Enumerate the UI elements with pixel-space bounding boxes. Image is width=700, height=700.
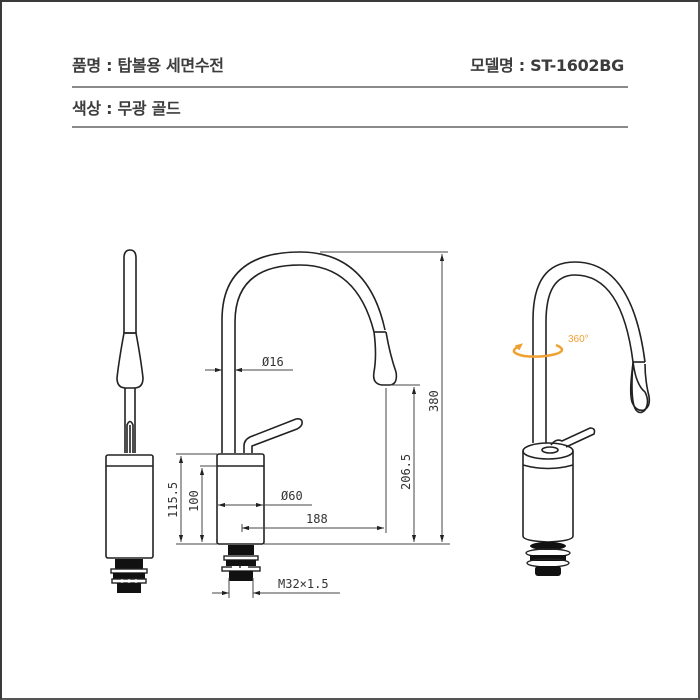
dim-thread: M32×1.5 (278, 577, 329, 591)
color-separator: : (100, 99, 118, 118)
header-divider-2 (72, 126, 628, 128)
dim-body-height-outer: 115.5 (166, 482, 180, 518)
header-divider-1 (72, 86, 628, 88)
dim-reach: 188 (306, 512, 328, 526)
product-name-label: 품명 (72, 56, 101, 75)
dim-body-height-inner: 100 (187, 490, 201, 512)
dim-body-diameter: Ø60 (281, 489, 303, 503)
front-view (216, 251, 398, 545)
color-value: 무광 골드 (117, 99, 181, 118)
side-view-thread (110, 559, 148, 593)
model-name-value: ST-1602BG (530, 56, 624, 75)
dim-pipe-diameter: Ø16 (262, 355, 284, 369)
model-name: 모델명 : ST-1602BG (470, 52, 624, 76)
color-label: 색상 (72, 99, 101, 118)
dimension-lines (176, 251, 450, 598)
model-name-separator: : (513, 56, 531, 75)
product-name: 품명 : 탑볼용 세면수전 (72, 52, 224, 76)
dim-spout-height: 206.5 (399, 454, 413, 490)
product-name-value: 탑볼용 세면수전 (117, 56, 224, 75)
dim-total-height: 380 (427, 390, 441, 412)
side-view (105, 249, 154, 559)
color-info: 색상 : 무광 골드 (72, 95, 181, 119)
perspective-view-thread (525, 542, 571, 576)
rotation-label: 360° (568, 334, 589, 345)
perspective-view (522, 261, 651, 543)
front-view-thread (221, 545, 261, 581)
product-name-separator: : (100, 56, 118, 75)
rotation-arrow-icon (512, 343, 564, 358)
model-name-label: 모델명 (470, 56, 514, 75)
